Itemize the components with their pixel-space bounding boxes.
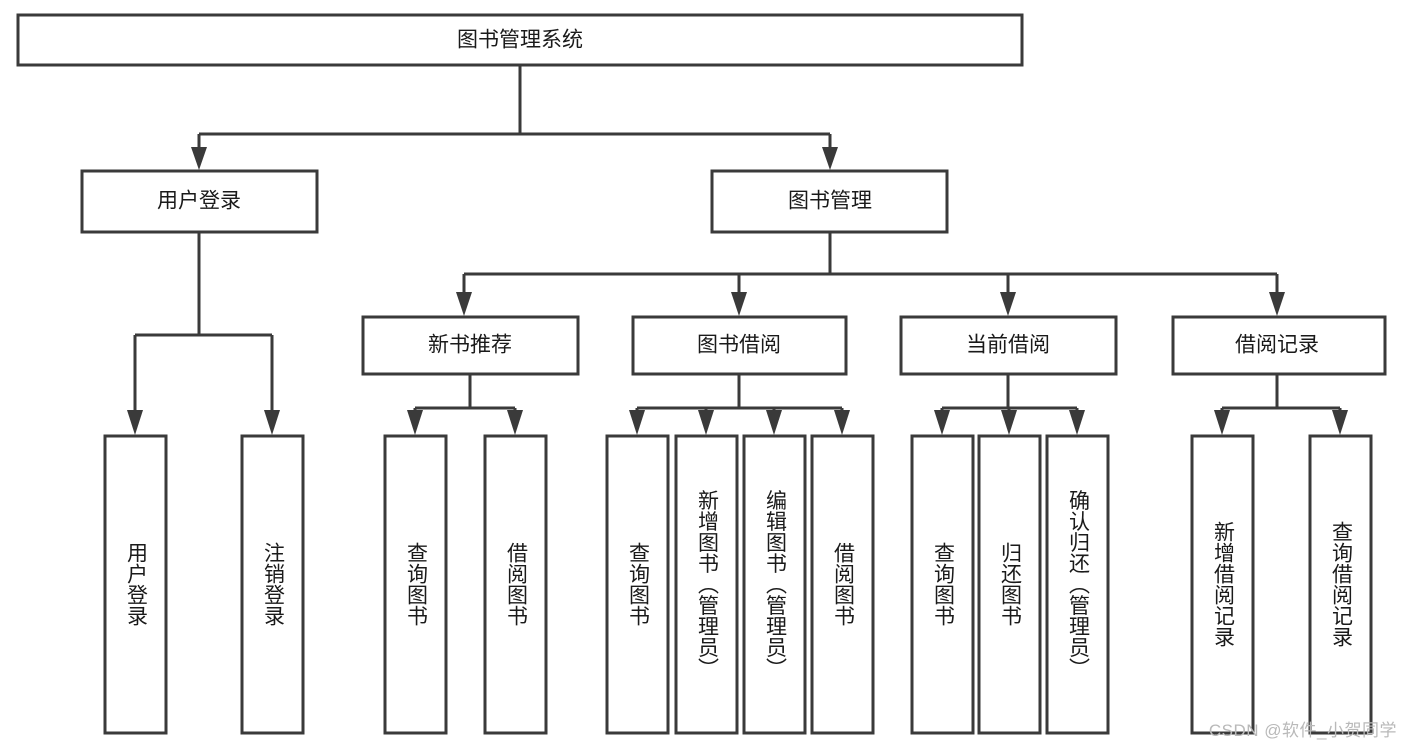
arrow-head-leaf-current-borrow-1	[1001, 410, 1017, 435]
node-book-borrow[interactable]: 图书借阅	[631, 315, 848, 376]
node-book-management-box[interactable]	[710, 169, 949, 234]
arrow-head-leaf-new-book-1	[507, 410, 523, 435]
arrow-head-leaf-new-book-0	[407, 410, 423, 435]
leaf-new-book-1[interactable]: 借阅图书	[483, 434, 548, 735]
leaf-current-borrow-1-box[interactable]	[977, 434, 1042, 735]
leaf-current-borrow-2-box[interactable]	[1045, 434, 1110, 735]
node-current-borrow[interactable]: 当前借阅	[899, 315, 1118, 376]
arrow-head-leaf-user-login-0	[127, 410, 143, 435]
leaf-book-borrow-0-label: 查询图书	[627, 542, 651, 626]
leaf-current-borrow-2[interactable]: 确认归还（管理员）	[1045, 434, 1110, 735]
node-new-book-recommend-box[interactable]	[361, 315, 580, 376]
connector-layer	[127, 66, 1348, 435]
leaf-user-login-1[interactable]: 注销登录	[240, 434, 305, 735]
leaf-book-borrow-2-label: 编辑图书（管理员）	[764, 490, 788, 679]
leaf-borrow-record-0[interactable]: 新增借阅记录	[1190, 434, 1255, 735]
leaf-current-borrow-0-label: 查询图书	[932, 542, 956, 626]
leaf-book-borrow-0[interactable]: 查询图书	[605, 434, 670, 735]
leaf-book-borrow-2[interactable]: 编辑图书（管理员）	[742, 434, 807, 735]
leaf-borrow-record-0-box[interactable]	[1190, 434, 1255, 735]
arrow-head-leaf-book-borrow-0	[629, 410, 645, 435]
node-book-borrow-box[interactable]	[631, 315, 848, 376]
node-user-login-box[interactable]	[80, 169, 319, 234]
arrow-head-leaf-user-login-1	[264, 410, 280, 435]
arrow-head-new-book	[456, 292, 472, 316]
leaf-current-borrow-2-label: 确认归还（管理员）	[1067, 490, 1091, 679]
node-borrow-record-box[interactable]	[1171, 315, 1387, 376]
node-book-borrow-label: 图书借阅	[697, 334, 781, 357]
node-root-box[interactable]	[16, 13, 1024, 67]
leaf-borrow-record-1-label: 查询借阅记录	[1330, 521, 1354, 647]
leaf-borrow-record-0-label: 新增借阅记录	[1212, 521, 1236, 647]
leaf-book-borrow-3-box[interactable]	[810, 434, 875, 735]
leaf-new-book-1-box[interactable]	[483, 434, 548, 735]
arrow-head-leaf-current-borrow-0	[934, 410, 950, 435]
leaf-book-borrow-3-label: 借阅图书	[832, 542, 856, 626]
leaf-book-borrow-1[interactable]: 新增图书（管理员）	[674, 434, 739, 735]
leaf-new-book-0-label: 查询图书	[405, 542, 429, 626]
leaf-current-borrow-1-label: 归还图书	[999, 542, 1023, 626]
arrow-head-current-borrow	[1000, 292, 1016, 316]
leaf-borrow-record-1-box[interactable]	[1308, 434, 1373, 735]
node-borrow-record[interactable]: 借阅记录	[1171, 315, 1387, 376]
leaf-current-borrow-0[interactable]: 查询图书	[910, 434, 975, 735]
node-new-book-recommend-label: 新书推荐	[428, 334, 512, 357]
leaf-current-borrow-1[interactable]: 归还图书	[977, 434, 1042, 735]
arrow-head-borrow-record	[1269, 292, 1285, 316]
leaf-book-borrow-3[interactable]: 借阅图书	[810, 434, 875, 735]
leaf-user-login-0-box[interactable]	[103, 434, 168, 735]
arrow-head-leaf-current-borrow-2	[1069, 410, 1085, 435]
arrow-head-leaf-book-borrow-2	[766, 410, 782, 435]
leaf-user-login-0[interactable]: 用户登录	[103, 434, 168, 735]
arrow-head-leaf-book-borrow-3	[834, 410, 850, 435]
arrow-head-leaf-borrow-record-0	[1214, 410, 1230, 435]
node-new-book-recommend[interactable]: 新书推荐	[361, 315, 580, 376]
node-root-label: 图书管理系统	[457, 29, 583, 52]
leaf-new-book-1-label: 借阅图书	[505, 542, 529, 626]
leaf-user-login-1-box[interactable]	[240, 434, 305, 735]
leaf-new-book-0-box[interactable]	[383, 434, 448, 735]
node-book-management-label: 图书管理	[788, 190, 872, 213]
arrow-head-book-mgmt	[822, 147, 838, 170]
node-user-login[interactable]: 用户登录	[80, 169, 319, 234]
node-borrow-record-label: 借阅记录	[1235, 334, 1319, 357]
leaf-user-login-0-label: 用户登录	[125, 542, 149, 626]
leaf-book-borrow-1-box[interactable]	[674, 434, 739, 735]
arrow-head-user-login	[191, 147, 207, 170]
leaf-borrow-record-1[interactable]: 查询借阅记录	[1308, 434, 1373, 735]
leaf-book-borrow-1-label: 新增图书（管理员）	[696, 490, 720, 679]
leaf-book-borrow-0-box[interactable]	[605, 434, 670, 735]
csdn-watermark: CSDN @软件_小贺同学	[1208, 721, 1397, 740]
arrow-head-book-borrow	[731, 292, 747, 316]
leaf-user-login-1-label: 注销登录	[262, 542, 286, 626]
node-current-borrow-label: 当前借阅	[966, 334, 1050, 357]
arrow-head-leaf-book-borrow-1	[698, 410, 714, 435]
leaf-current-borrow-0-box[interactable]	[910, 434, 975, 735]
leaf-book-borrow-2-box[interactable]	[742, 434, 807, 735]
node-root[interactable]: 图书管理系统	[16, 13, 1024, 67]
leaf-new-book-0[interactable]: 查询图书	[383, 434, 448, 735]
node-book-management[interactable]: 图书管理	[710, 169, 949, 234]
node-current-borrow-box[interactable]	[899, 315, 1118, 376]
node-user-login-label: 用户登录	[157, 190, 241, 213]
arrow-head-leaf-borrow-record-1	[1332, 410, 1348, 435]
